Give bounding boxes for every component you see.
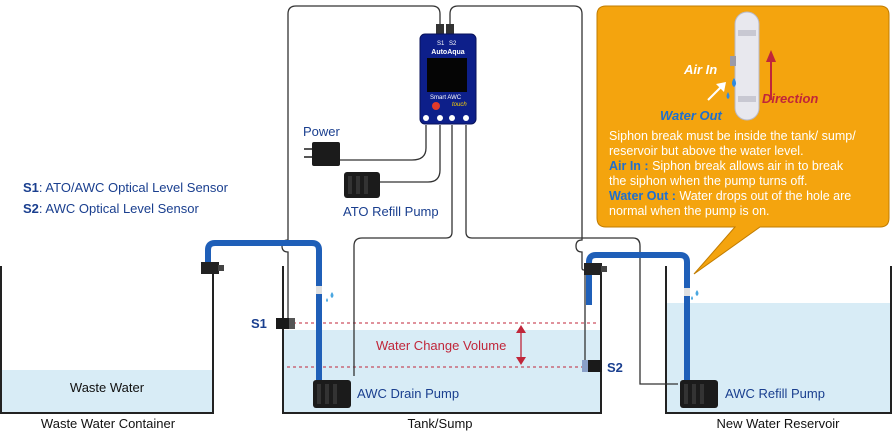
power-label: Power <box>303 124 341 139</box>
direction-label: Direction <box>762 91 818 106</box>
callout-water-out-key: Water Out : <box>609 189 676 203</box>
air-in-arrow <box>707 82 726 101</box>
callout-line-1: Siphon break must be inside the tank/ su… <box>609 129 856 143</box>
awc-drain-pump <box>313 380 351 408</box>
ato-pump-label: ATO Refill Pump <box>343 204 439 219</box>
legend-s1-key: S1 <box>23 180 39 195</box>
drain-pipe <box>205 240 322 385</box>
refill-pipe <box>586 252 690 384</box>
tank-sump-container <box>282 266 602 414</box>
pipe-clip-sump-right <box>584 263 607 275</box>
water-drops-icon <box>726 78 736 99</box>
water-change-volume-label: Water Change Volume <box>376 338 506 353</box>
waste-container-label: Waste Water Container <box>41 416 176 431</box>
controller-model: Smart AWC <box>430 95 462 101</box>
waste-water-label: Waste Water <box>70 380 145 395</box>
controller-port-s1: S1 <box>437 41 445 47</box>
siphon-break-refill <box>684 288 699 300</box>
callout-air-in-key: Air In : <box>609 159 649 173</box>
refill-pump-label: AWC Refill Pump <box>725 386 825 401</box>
controller-port-row <box>423 115 469 121</box>
legend-s2: S2: AWC Optical Level Sensor <box>23 201 199 216</box>
air-in-label: Air In <box>683 62 717 77</box>
power-adapter <box>304 142 340 166</box>
waste-water-fill <box>0 370 213 413</box>
drain-pump-label: AWC Drain Pump <box>357 386 459 401</box>
ato-refill-pump <box>344 172 380 198</box>
legend-s2-text: : AWC Optical Level Sensor <box>39 201 200 216</box>
controller-model-sub: touch <box>452 102 467 108</box>
callout-air-in-line2: the siphon when the pump turns off. <box>609 174 808 188</box>
smart-awc-controller: S1 S2 AutoAqua Smart AWC touch <box>419 24 477 125</box>
controller-wires <box>281 5 678 385</box>
callout-water-out-line2: normal when the pump is on. <box>609 204 770 218</box>
legend-s2-key: S2 <box>23 201 39 216</box>
siphon-break-drain <box>316 286 334 302</box>
controller-port-s2: S2 <box>449 41 457 47</box>
direction-arrow <box>766 50 776 100</box>
sensor-s1-label: S1 <box>251 316 267 331</box>
controller-touch-icon <box>432 102 440 110</box>
waste-water-container <box>0 266 214 414</box>
callout-bubble <box>596 5 890 275</box>
callout-line-2: reservoir but above the water level. <box>609 144 804 158</box>
callout-water-out-line1: Water drops out of the hole are <box>676 189 851 203</box>
callout-air-in: Air In : Siphon break allows air in to b… <box>609 159 844 173</box>
awc-refill-pump <box>680 380 718 408</box>
siphon-tube-illustration <box>730 11 760 121</box>
water-change-arrow <box>516 325 526 365</box>
callout-air-in-line1: Siphon break allows air in to break <box>649 159 844 173</box>
new-water-reservoir-container <box>665 266 892 414</box>
tank-sump-label: Tank/Sump <box>407 416 472 431</box>
sensor-s2-label: S2 <box>607 360 623 375</box>
new-reservoir-label: New Water Reservoir <box>716 416 840 431</box>
controller-screen <box>427 58 467 92</box>
water-out-label: Water Out <box>660 108 723 123</box>
callout-water-out: Water Out : Water drops out of the hole … <box>609 189 851 203</box>
legend-s1-text: : ATO/AWC Optical Level Sensor <box>39 180 229 195</box>
legend-s1: S1: ATO/AWC Optical Level Sensor <box>23 180 229 195</box>
pipe-clip-waste <box>201 262 224 274</box>
sensor-s1 <box>276 318 295 329</box>
sensor-s2 <box>582 360 602 372</box>
controller-brand: AutoAqua <box>431 49 465 56</box>
